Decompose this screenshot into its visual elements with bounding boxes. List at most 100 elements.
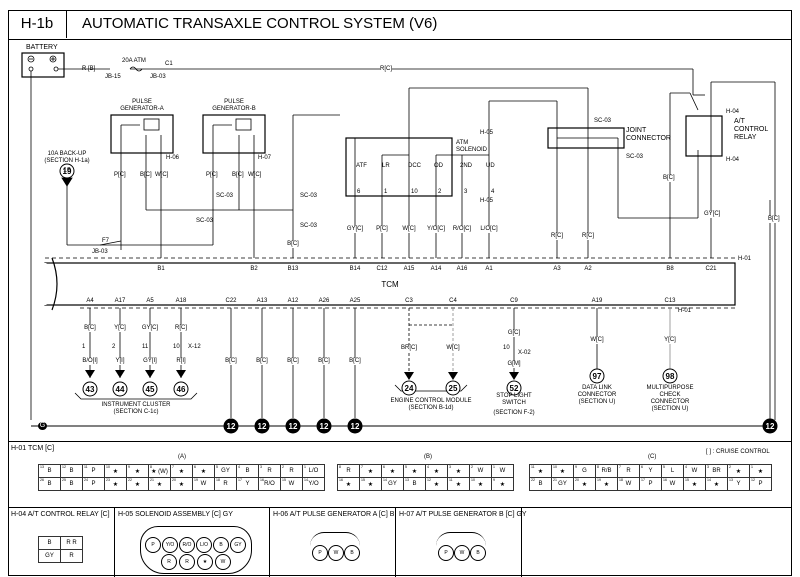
connector-pin: 19★ (595, 477, 618, 491)
solenoid-pin: 6 (357, 189, 361, 195)
tcm-top-pin: B1 (157, 266, 165, 272)
pin-color: ★ (134, 468, 141, 475)
pin-number: 4 (238, 465, 240, 469)
tcm-top-pin: B2 (250, 266, 258, 272)
relay-pin: B (38, 536, 61, 550)
cluster-wire-bottom: Y[I] (115, 358, 125, 365)
pin-color: BR (712, 468, 721, 474)
relay-box (685, 115, 723, 157)
dlc-section: (SECTION U) (578, 399, 616, 405)
dlc-ref (589, 368, 605, 384)
dlc-ref-text: 97 (593, 372, 602, 381)
tcm-bottom-pin: A17 (114, 298, 126, 304)
tcm-bottom-pin: A13 (256, 298, 268, 304)
atm-solenoid-box (345, 137, 453, 197)
pin-number: 14 (383, 478, 387, 482)
ecm-label: ENGINE CONTROL MODULE (390, 398, 472, 404)
sc03-label-1: SC-03 (300, 193, 318, 199)
pin-number: 5 (663, 465, 665, 469)
solenoid-wire: P[C] (376, 226, 388, 233)
tcm-bottom-pin: C3 (405, 298, 413, 304)
pulse-generator-a-box (110, 114, 174, 154)
pin-number: 15 (361, 478, 365, 482)
pin-number: 19 (597, 478, 601, 482)
connector-pin: B (344, 545, 360, 561)
pin-number: 7 (361, 465, 363, 469)
connector-pin: 2★ (727, 464, 750, 478)
connector-pin: 16★ (337, 477, 360, 491)
pin-number: 10 (471, 478, 475, 482)
connector-pin: 5★ (403, 464, 426, 478)
solenoid-wire: Y/O[C] (426, 226, 446, 233)
mpcc-ref (662, 368, 678, 384)
pin-color: ★ (178, 481, 185, 488)
ground-wire: B[C] (349, 358, 361, 365)
coil-label: UD (486, 163, 495, 169)
pin-color: ★ (603, 481, 610, 488)
dlc-wire: W[C] (590, 337, 604, 344)
coil-label: 2ND (460, 163, 473, 169)
pin-color: ★ (499, 481, 506, 488)
ecm-ref (445, 380, 461, 396)
connector-pin: 20★ (170, 477, 193, 491)
cluster-wire-top: GY[C] (141, 325, 159, 332)
dlc-label: DATA LINK CONNECTOR (577, 385, 617, 398)
connector-pin: 20★ (573, 477, 596, 491)
connector-pin: 6★ (381, 464, 404, 478)
pin-number: 12 (62, 465, 66, 469)
connector-pin: P (312, 545, 328, 561)
connector-pin: 7★ (170, 464, 193, 478)
pin-number: 20 (172, 478, 176, 482)
pin-color: ★ (156, 481, 163, 488)
ground-wire: B[C] (256, 358, 268, 365)
pin-color: GY (388, 481, 397, 487)
page-header: H-1b AUTOMATIC TRANSAXLE CONTROL SYSTEM … (8, 10, 792, 40)
h05-bottom-label: H-05 (480, 198, 494, 204)
pin-color: Y (648, 468, 653, 474)
pga-view-title: H-06 A/T PULSE GENERATOR A [C] B (273, 511, 395, 518)
page-title: AUTOMATIC TRANSAXLE CONTROL SYSTEM (V6) (82, 15, 438, 32)
pin-color: L/O (308, 468, 319, 474)
cluster-wire-top: B[C] (84, 325, 96, 332)
arrow-icon (404, 372, 414, 380)
tcm-conn-top: H-01 (738, 256, 752, 262)
tcm-top-pin: B8 (666, 266, 674, 272)
r-main-wire: R[C] (380, 66, 392, 73)
relay-pin: R R (60, 536, 83, 550)
cluster-wire-top: Y[C] (114, 325, 126, 332)
pin-number: 25 (62, 478, 66, 482)
tcm-top-pin: B13 (287, 266, 299, 272)
connector-pin: 10★ (551, 464, 574, 478)
cluster-wire-bottom: R[I] (176, 358, 186, 365)
battery-label: BATTERY (26, 44, 58, 51)
pin-color: P (758, 481, 763, 487)
tcm-top-pin: B14 (349, 266, 361, 272)
pin-color: GY (221, 468, 230, 474)
connector-pin: 10★ (104, 464, 127, 478)
connector-pin: 9★ (491, 477, 514, 491)
pin-color: Y/O (308, 481, 319, 487)
pin-number: 20 (575, 478, 579, 482)
pin-color: W (288, 481, 295, 487)
relay-pin: GY (38, 549, 61, 563)
pin-number: 8 (597, 465, 599, 469)
coil-label: ATF (356, 163, 367, 169)
connector-pin: GY (230, 537, 246, 553)
ground-ref (223, 418, 239, 434)
ground-ref-text: 12 (289, 422, 298, 431)
h05-top-label: H-05 (480, 130, 494, 136)
pin-color: ★ (735, 468, 742, 475)
